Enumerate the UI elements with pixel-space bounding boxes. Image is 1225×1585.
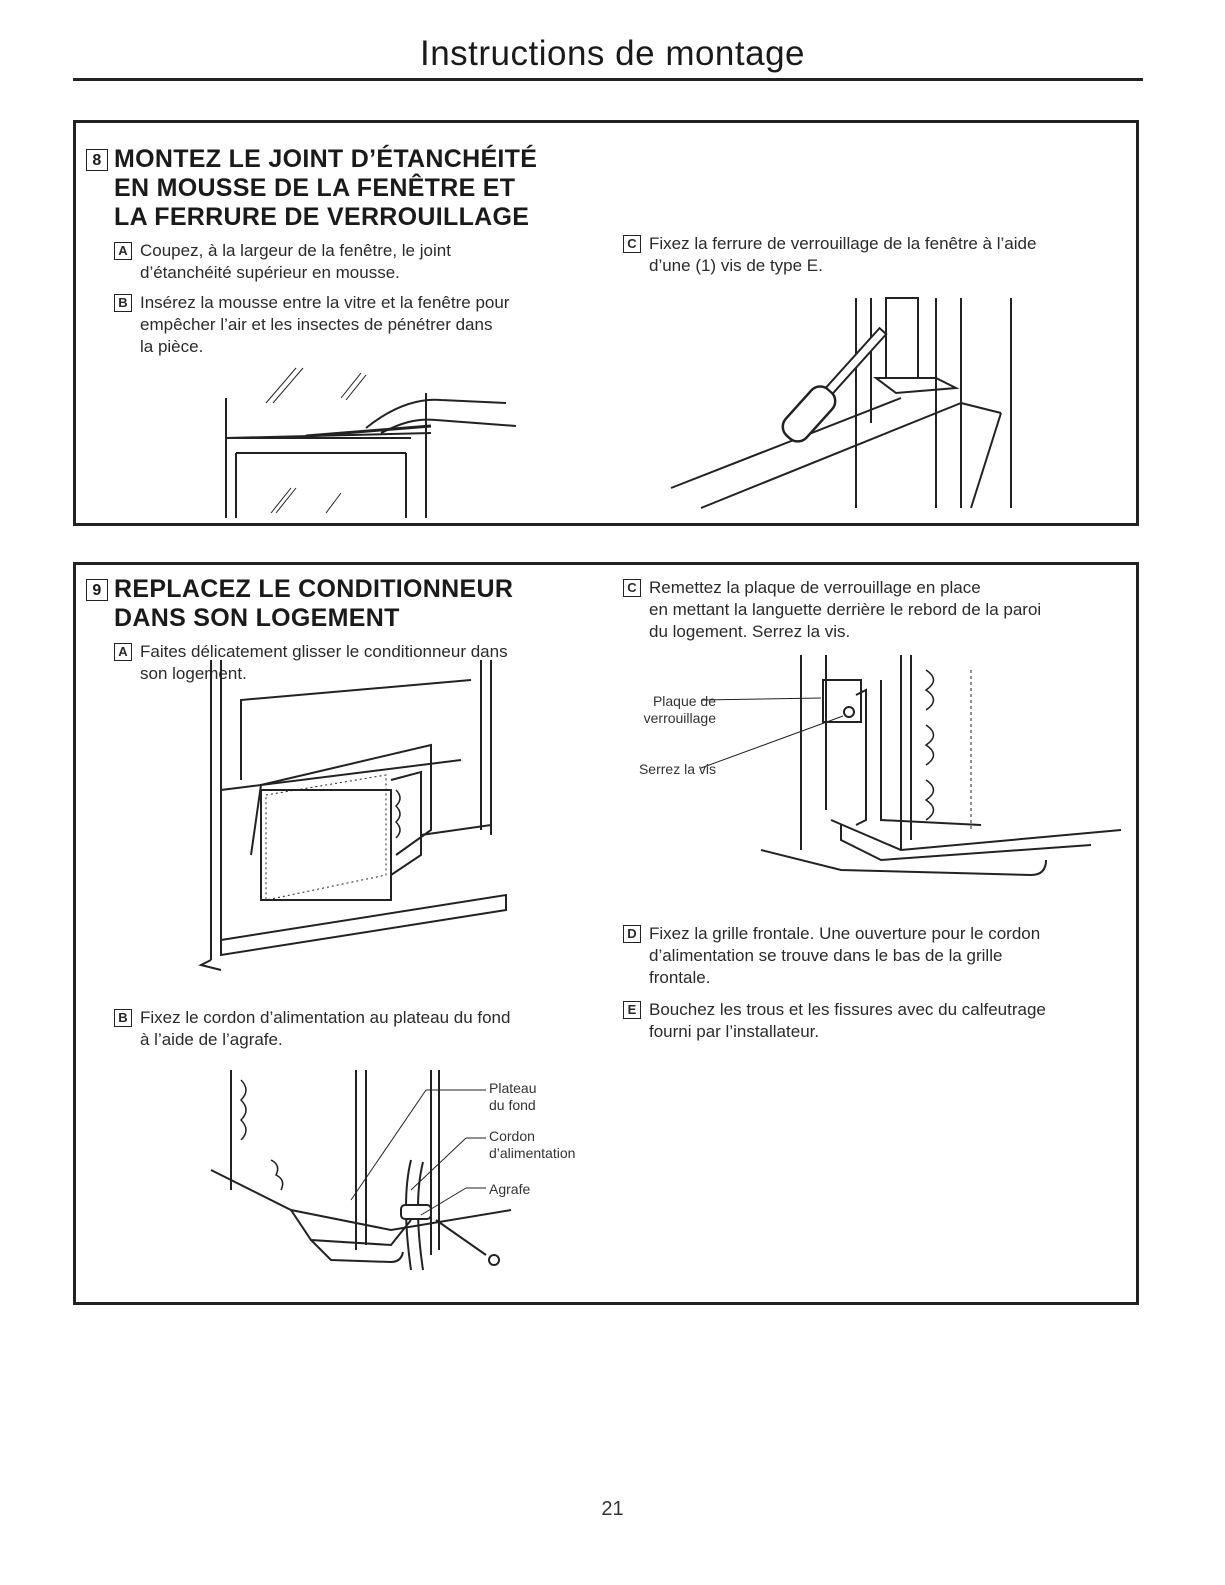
- title-rule: [73, 78, 1143, 81]
- letter-box: C: [623, 579, 641, 597]
- letter-box: A: [114, 242, 132, 260]
- step-8-item-c: C Fixez la ferrure de verrouillage de la…: [623, 233, 1123, 277]
- step-9-item-b: B Fixez le cordon d’alimentation au plat…: [114, 1007, 614, 1051]
- power-cord-clip-illustration: [210, 1070, 512, 1271]
- step-9-item-d: D Fixez la grille frontale. Une ouvertur…: [623, 923, 1133, 989]
- callout-agrafe: Agrafe: [489, 1181, 531, 1197]
- letter-box: C: [623, 235, 641, 253]
- step-9-item-e: E Bouchez les trous et les fissures avec…: [623, 999, 1133, 1043]
- step-9-item-c: C Remettez la plaque de verrouillage en …: [623, 577, 1133, 643]
- page-number: 21: [601, 1498, 624, 1520]
- locking-plate-illustration: [700, 655, 1122, 877]
- callout-plateau-du-fond: Plateau du fond: [489, 1080, 537, 1113]
- page-title: Instructions de montage: [419, 34, 806, 73]
- step-number-box: 9: [86, 579, 108, 601]
- letter-box: B: [114, 1009, 132, 1027]
- callout-plaque-de-verrouillage: Plaque de verrouillage: [643, 693, 716, 726]
- letter-box: B: [114, 294, 132, 312]
- step-8-section: 8 MONTEZ LE JOINT D’ÉTANCHÉITÉ EN MOUSSE…: [73, 120, 1139, 526]
- callout-serrez-la-vis: Serrez la vis: [638, 761, 716, 777]
- step-8-heading: 8 MONTEZ LE JOINT D’ÉTANCHÉITÉ EN MOUSSE…: [86, 145, 606, 232]
- step-8-item-b: B Insérez la mousse entre la vitre et la…: [114, 292, 606, 358]
- letter-box: D: [623, 925, 641, 943]
- step-number-box: 8: [86, 149, 108, 171]
- letter-box: A: [114, 643, 132, 661]
- callout-cordon-alimentation: Cordon d’alimentation: [489, 1128, 576, 1161]
- letter-box: E: [623, 1001, 641, 1019]
- foam-seal-illustration: [225, 367, 517, 518]
- locking-bracket-screwdriver-illustration: [670, 297, 1012, 509]
- step-8-item-a: A Coupez, à la largeur de la fenêtre, le…: [114, 240, 606, 284]
- slide-unit-illustration: [198, 660, 507, 971]
- step-9-section: 9 REPLACEZ LE CONDITIONNEUR DANS SON LOG…: [73, 562, 1139, 1305]
- step-9-heading: 9 REPLACEZ LE CONDITIONNEUR DANS SON LOG…: [86, 575, 606, 633]
